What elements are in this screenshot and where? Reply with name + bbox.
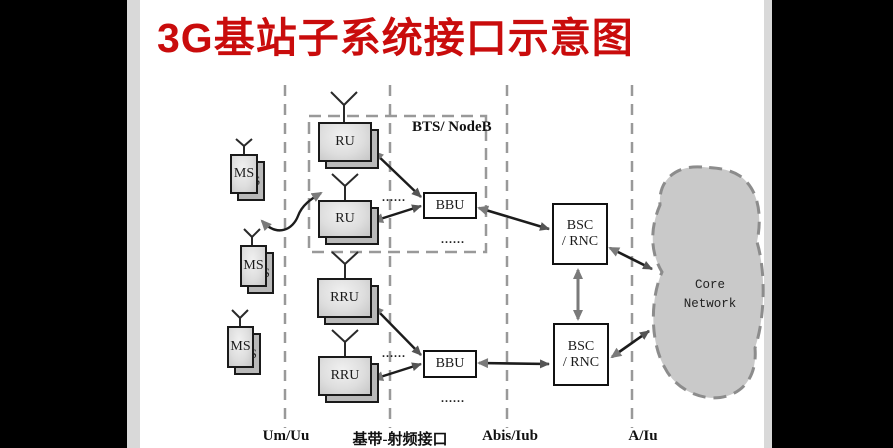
arrow-rru2-bbu2 bbox=[372, 362, 422, 382]
arrow-ru1-bbu1 bbox=[372, 150, 422, 198]
core-network-label-line1: Core bbox=[694, 278, 725, 292]
antenna-icon-ms1 bbox=[235, 138, 253, 154]
arrow-rru1-bbu2 bbox=[372, 305, 422, 356]
ellipsis-rru-bbu2: ...... bbox=[382, 346, 406, 360]
arrow-bsc2-core bbox=[610, 329, 650, 359]
ellipsis-below-bbu2: ...... bbox=[441, 391, 465, 405]
rru-box-1: RRU bbox=[317, 278, 379, 325]
ms-box-2: MS MS bbox=[240, 245, 274, 294]
antenna-icon-ms3 bbox=[231, 309, 249, 326]
page-title: 3G基站子系统接口示意图 bbox=[157, 15, 634, 61]
arrow-bsc1-core bbox=[608, 246, 653, 271]
rru-box-1-face: RRU bbox=[317, 278, 372, 318]
bsc-rnc-box-2-line1: BSC bbox=[567, 338, 595, 354]
bts-nodeb-dashed-box bbox=[307, 114, 488, 254]
rru-box-2: RRU bbox=[318, 356, 379, 403]
arrow-bbu1-bsc1 bbox=[477, 205, 550, 231]
ru-box-2: RU bbox=[318, 200, 379, 245]
air-interface-wave-arrow bbox=[260, 191, 323, 232]
antenna-icon-ru1 bbox=[330, 91, 358, 122]
interface-label-baseband-rf: 基带-射频接口 bbox=[352, 432, 448, 448]
ms-box-1: MS MS bbox=[230, 154, 265, 201]
left-edge-stripe bbox=[127, 0, 140, 448]
ms-box-2-face: MS bbox=[240, 245, 267, 287]
antenna-icon-ms2 bbox=[243, 228, 261, 245]
bsc-rnc-box-1-line2: / RNC bbox=[561, 234, 599, 249]
core-network-blob bbox=[651, 165, 765, 400]
bts-nodeb-label: BTS/ NodeB bbox=[412, 119, 492, 135]
bbu-box-2: BBU bbox=[423, 350, 477, 378]
ms-box-3-face: MS bbox=[227, 326, 254, 368]
core-network-label: Core Network bbox=[660, 276, 760, 314]
interface-label-um-uu: Um/Uu bbox=[262, 428, 310, 444]
bsc-rnc-box-2: BSC / RNC bbox=[553, 323, 609, 386]
ru-box-1-face: RU bbox=[318, 122, 372, 162]
right-edge-stripe bbox=[764, 0, 772, 448]
arrow-bbu2-bsc2 bbox=[477, 358, 550, 369]
ru-box-1: RU bbox=[318, 122, 379, 169]
ellipsis-ru-bbu1: ...... bbox=[382, 190, 406, 204]
rru-box-2-face: RRU bbox=[318, 356, 372, 396]
bsc-rnc-box-1: BSC / RNC bbox=[552, 203, 608, 265]
arrow-ru2-bbu1 bbox=[372, 204, 422, 224]
ms-box-1-face: MS bbox=[230, 154, 258, 194]
ru-box-2-face: RU bbox=[318, 200, 372, 238]
bsc-rnc-box-1-line1: BSC bbox=[566, 218, 594, 233]
antenna-icon-ru2 bbox=[331, 173, 359, 200]
interface-label-a-iu: A/Iu bbox=[628, 428, 658, 444]
interface-label-abis-iub: Abis/Iub bbox=[482, 428, 538, 444]
bbu-box-2-label: BBU bbox=[435, 356, 465, 371]
ellipsis-below-bbu1: ...... bbox=[441, 232, 465, 246]
antenna-icon-rru2 bbox=[331, 329, 359, 356]
antenna-icon-rru1 bbox=[331, 251, 359, 278]
ms-box-3: MS MS bbox=[227, 326, 261, 375]
bsc-rnc-box-2-line2: / RNC bbox=[562, 354, 600, 370]
bbu-box-1: BBU bbox=[423, 192, 477, 219]
bbu-box-1-label: BBU bbox=[435, 197, 465, 213]
core-network-label-line2: Network bbox=[683, 297, 737, 311]
